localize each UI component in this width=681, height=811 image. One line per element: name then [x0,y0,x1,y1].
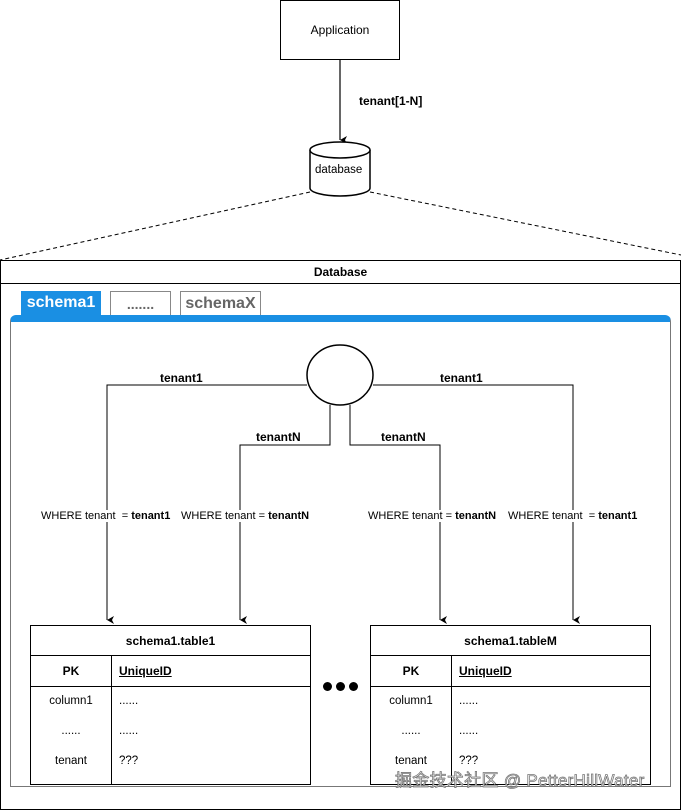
row-right: ...... [459,695,479,707]
database-container-title: Database [0,260,681,284]
schema-panel [10,315,671,787]
pk-column: UniqueID [119,664,172,678]
header-divider [31,686,310,687]
where-value: tenant1 [131,510,171,522]
watermark: 掘金技术社区 @ PetterHillWater [395,771,645,791]
where-value: tenant1 [598,510,638,522]
database-label: database [315,164,363,176]
table-title: schema1.tableM [371,626,650,656]
where-value: tenantN [455,510,497,522]
row-left: column1 [49,695,93,707]
zoom-line-left [0,191,311,261]
row-left: tenant [395,755,427,767]
where-prefix: WHERE tenant = [181,510,269,522]
column-divider [451,656,452,784]
where-label-left-outer: WHERE tenant = tenant1 [41,510,171,522]
row-right: ??? [459,755,479,767]
route-right-inner [349,405,447,624]
row-right: ??? [119,755,139,767]
tab-schemaX[interactable]: schemaX [180,291,261,315]
table-schema1-table1: schema1.table1 PK UniqueID column1 .....… [30,625,311,785]
where-label-right-outer: WHERE tenant = tenant1 [508,510,638,522]
edge-label-left-outer: tenant1 [160,371,203,385]
tab-more-schemas[interactable]: ....... [110,291,171,315]
table-schema1-tableM: schema1.tableM PK UniqueID column1 .....… [370,625,651,785]
row-right: ...... [459,725,479,737]
tab-schema1[interactable]: schema1 [21,291,101,315]
edge-label-right-outer: tenant1 [440,371,483,385]
row-left: column1 [389,695,433,707]
row-left: ...... [61,725,81,737]
pk-label: PK [402,664,420,678]
application-box: Application [280,0,400,60]
where-value: tenantN [268,510,310,522]
header-divider [371,686,650,687]
more-tables-ellipsis-icon [323,682,358,691]
row-left: ...... [401,725,421,737]
where-prefix: WHERE tenant = [41,510,132,522]
route-left-inner [239,405,331,624]
row-right: ...... [119,695,139,707]
application-label: Application [310,23,370,37]
route-right-outer [373,384,580,624]
row-right: ...... [119,725,139,737]
router-circle [306,344,374,406]
route-left-outer [106,384,307,624]
pk-column: UniqueID [459,664,512,678]
table-title: schema1.table1 [31,626,310,656]
column-divider [111,656,112,784]
tenant-range-label: tenant[1-N] [359,94,423,108]
where-label-left-inner: WHERE tenant = tenantN [181,510,310,522]
pk-label: PK [62,664,80,678]
row-left: tenant [55,755,87,767]
where-prefix: WHERE tenant = [368,510,456,522]
where-label-right-inner: WHERE tenant = tenantN [368,510,497,522]
where-prefix: WHERE tenant = [508,510,599,522]
edge-label-right-inner: tenantN [381,430,426,444]
database-cylinder-icon [309,141,371,197]
zoom-line-right [369,191,681,256]
edge-label-left-inner: tenantN [256,430,301,444]
